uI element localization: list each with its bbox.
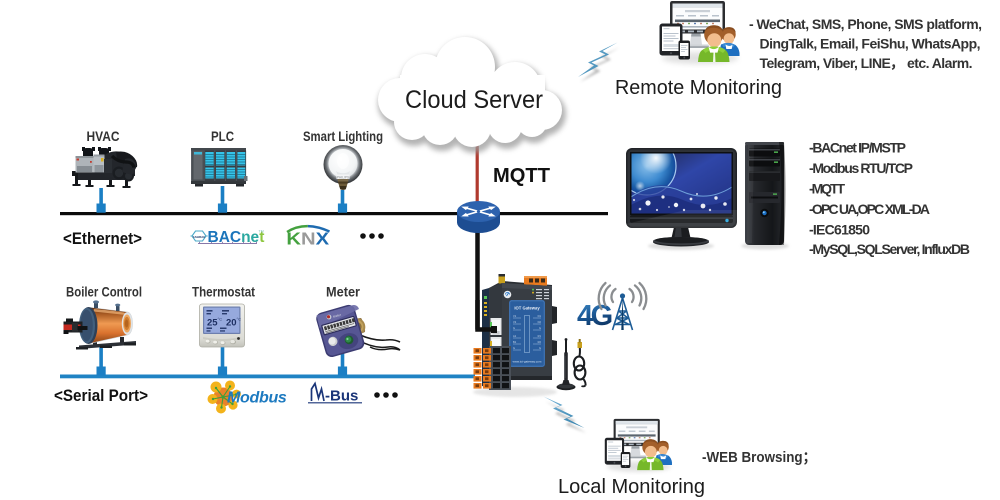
svg-text:Thermostat: Thermostat — [192, 284, 255, 300]
svg-text:B1: B1 — [513, 340, 517, 344]
svg-text:D2: D2 — [538, 320, 542, 324]
svg-text:-Bus: -Bus — [325, 388, 358, 405]
svg-text:G: G — [539, 326, 541, 330]
svg-text:-IEC61850: -IEC61850 — [809, 222, 870, 238]
svg-text:R1: R1 — [538, 334, 542, 338]
svg-text:-BACnet IP/MSTP: -BACnet IP/MSTP — [809, 140, 906, 156]
svg-text:-OPC UA,OPC XML-DA: -OPC UA,OPC XML-DA — [809, 201, 930, 217]
svg-text:20: 20 — [226, 318, 237, 329]
svg-text:4G: 4G — [577, 300, 612, 332]
svg-text:°C: °C — [237, 317, 242, 322]
svg-text:Boiler Control: Boiler Control — [66, 284, 142, 300]
svg-text:DingTalk, Email, FeiShu, Whats: DingTalk, Email, FeiShu, WhatsApp, — [760, 36, 981, 52]
svg-text:Telegram, Viber, LINE， etc. A: Telegram, Viber, LINE， etc. Alarm. — [760, 55, 973, 71]
svg-text:°C: °C — [218, 317, 223, 322]
svg-text:Remote Monitoring: Remote Monitoring — [615, 77, 782, 99]
svg-text:Cloud Server: Cloud Server — [405, 86, 543, 114]
svg-text:25: 25 — [207, 318, 218, 329]
svg-text:G: G — [539, 346, 541, 350]
svg-text:- WeChat, SMS, Phone, SMS plat: - WeChat, SMS, Phone, SMS platform, — [749, 16, 982, 32]
svg-text:Smart Lighting: Smart Lighting — [303, 128, 383, 144]
svg-text:-WEB Browsing；: -WEB Browsing； — [702, 450, 816, 466]
svg-text:PLC: PLC — [211, 128, 234, 144]
svg-text:-MySQL,SQLServer, InfluxDB: -MySQL,SQLServer, InfluxDB — [809, 241, 970, 257]
svg-text:HVAC: HVAC — [87, 128, 120, 144]
svg-text:D1: D1 — [538, 314, 542, 318]
svg-text:R2: R2 — [538, 340, 542, 344]
svg-text:<Ethernet>: <Ethernet> — [63, 230, 142, 248]
svg-text:Meter: Meter — [326, 284, 360, 300]
svg-text:Meter: Meter — [333, 312, 343, 318]
svg-text:-MQTT: -MQTT — [809, 181, 845, 197]
svg-text:IOT Gateway: IOT Gateway — [514, 306, 540, 311]
svg-text:<Serial Port>: <Serial Port> — [54, 387, 148, 405]
svg-text:Modbus: Modbus — [227, 390, 287, 407]
svg-text:-Modbus RTU/TCP: -Modbus RTU/TCP — [809, 160, 913, 176]
svg-text:V2: V2 — [513, 320, 517, 324]
svg-text:www.iot-gateway.com: www.iot-gateway.com — [513, 360, 542, 364]
svg-text:G: G — [513, 346, 515, 350]
svg-text:MQTT: MQTT — [493, 165, 550, 187]
svg-text:V1: V1 — [513, 314, 517, 318]
svg-text:Local Monitoring: Local Monitoring — [558, 476, 705, 498]
svg-text:G: G — [513, 326, 515, 330]
svg-text:TM: TM — [259, 230, 264, 234]
svg-text:KNX: KNX — [286, 230, 329, 249]
svg-text:A1: A1 — [513, 334, 517, 338]
svg-text:PHILIPS: PHILIPS — [337, 175, 349, 179]
svg-text:ASHRAE: ASHRAE — [193, 235, 206, 239]
